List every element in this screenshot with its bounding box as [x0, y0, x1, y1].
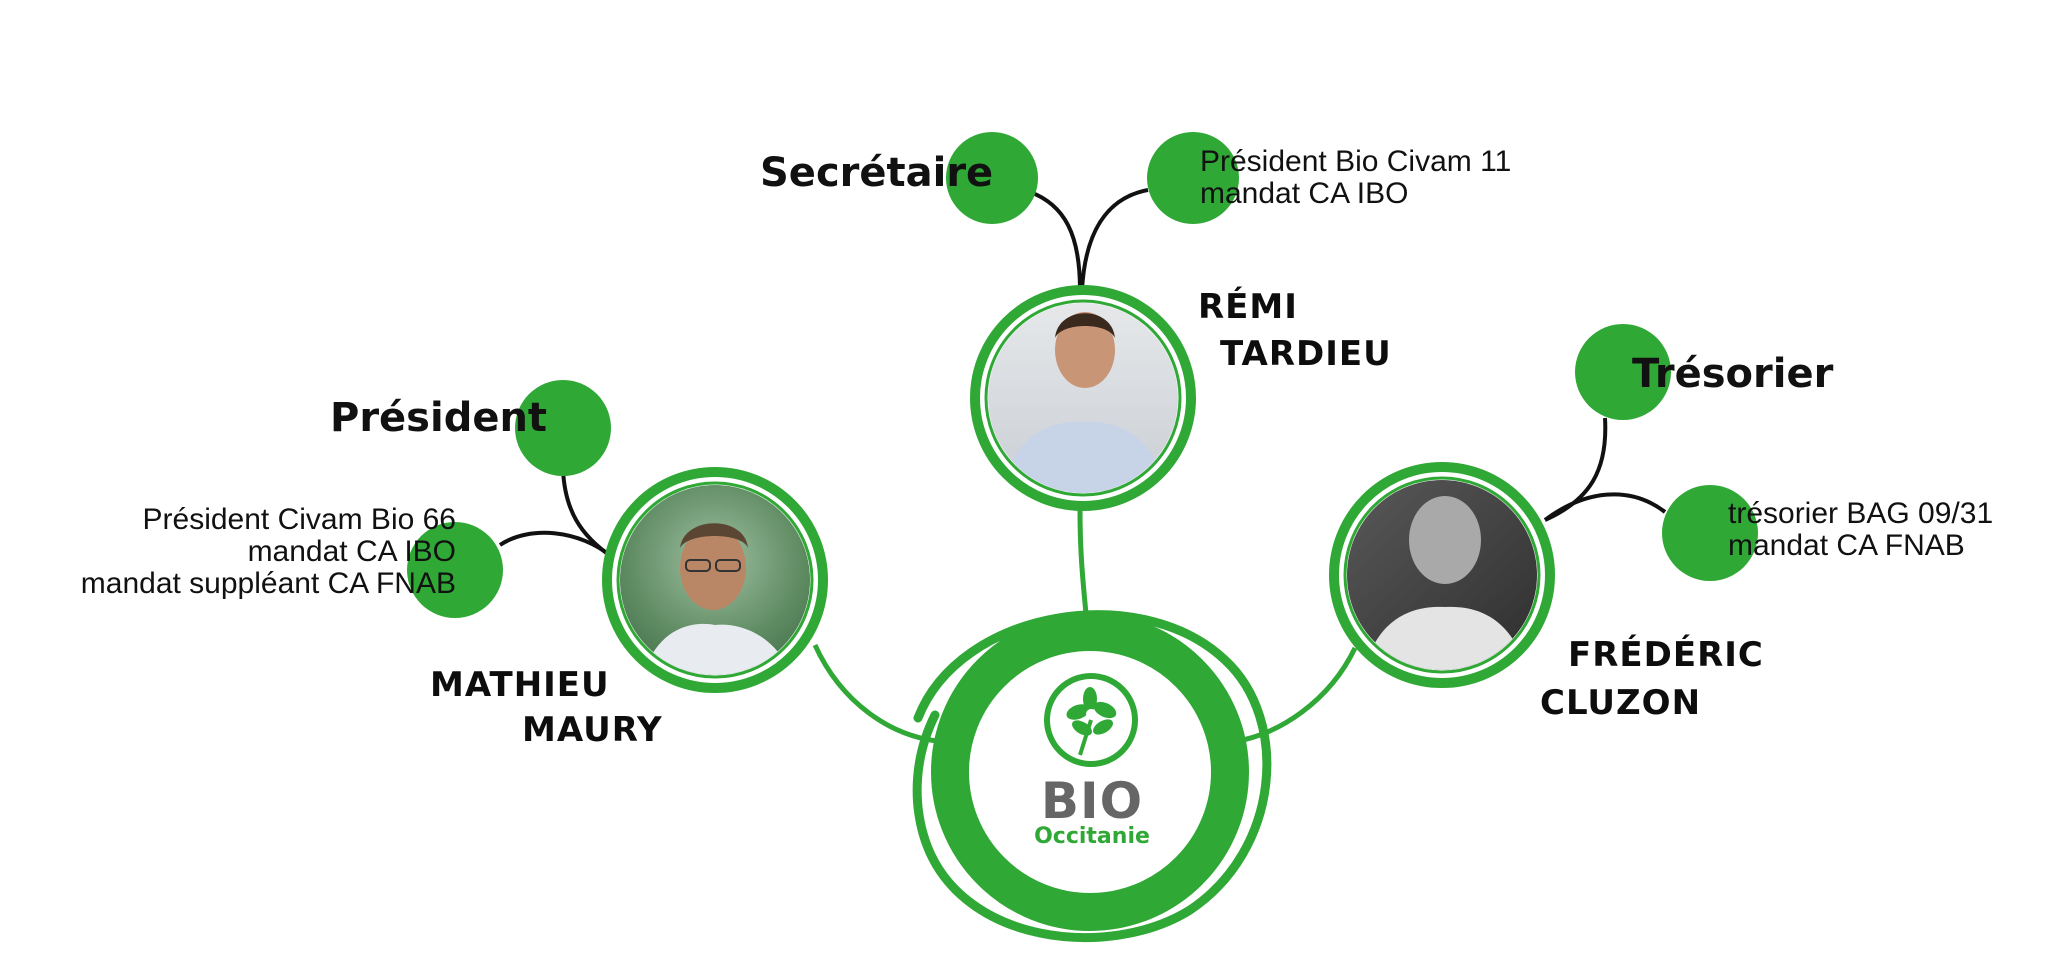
- info-line: Président Civam Bio 66: [142, 503, 456, 536]
- logo-main-ring: [931, 613, 1249, 931]
- name-line2-maury: MAURY: [522, 710, 663, 750]
- name-line1-tardieu: RÉMI: [1198, 287, 1298, 327]
- branch-tardieu-info: [1080, 188, 1149, 291]
- node-cluzon-info: [1662, 485, 1758, 581]
- branch-cluzon-info: [1543, 492, 1667, 522]
- bio-occitanie-logo: [912, 610, 1272, 943]
- info-line: Président Bio Civam 11: [1200, 145, 1512, 178]
- logo-text-occitanie: Occitanie: [1034, 824, 1150, 849]
- info-line: mandat suppléant CA FNAB: [80, 567, 456, 600]
- role-tresorier: Trésorier: [1632, 351, 1834, 397]
- connector-cluzon: [1231, 646, 1358, 745]
- info-cluzon: trésorier BAG 09/31 mandat CA FNAB: [1728, 498, 1993, 562]
- role-secretaire: Secrétaire: [760, 150, 994, 196]
- avatar-tardieu: [970, 285, 1196, 511]
- info-line: mandat CA IBO: [1200, 177, 1409, 210]
- role-president: Président: [330, 395, 548, 441]
- name-line2-tardieu: TARDIEU: [1220, 334, 1392, 374]
- node-tardieu-info: [1147, 132, 1239, 224]
- logo-emblem-circle: [1044, 673, 1138, 767]
- logo-text-bio: BIO: [1040, 772, 1144, 830]
- info-tardieu: Président Bio Civam 11 mandat CA IBO: [1200, 146, 1511, 210]
- flower-icon: [1066, 687, 1117, 756]
- branch-maury-role: [561, 469, 614, 559]
- avatar-maury: [602, 467, 828, 693]
- avatar-cluzon: [1329, 462, 1555, 688]
- node-president: [515, 380, 611, 476]
- branch-cluzon-role: [1544, 417, 1608, 522]
- name-line1-maury: MATHIEU: [430, 665, 610, 705]
- connector-tardieu: [1077, 509, 1090, 626]
- branch-lines: [498, 188, 1667, 559]
- branch-tardieu-role: [1029, 190, 1082, 291]
- node-secretaire: [946, 132, 1038, 224]
- name-line2-cluzon: CLUZON: [1540, 683, 1702, 723]
- node-tresorier: [1575, 324, 1671, 420]
- name-line1-cluzon: FRÉDÉRIC: [1568, 635, 1764, 675]
- info-line: mandat CA IBO: [247, 535, 456, 568]
- info-line: mandat CA FNAB: [1728, 529, 1965, 562]
- branch-maury-info: [498, 530, 614, 559]
- info-maury: Président Civam Bio 66 mandat CA IBO man…: [20, 504, 456, 600]
- info-line: trésorier BAG 09/31: [1728, 497, 1994, 530]
- node-maury-info: [407, 522, 503, 618]
- role-nodes: [407, 132, 1758, 618]
